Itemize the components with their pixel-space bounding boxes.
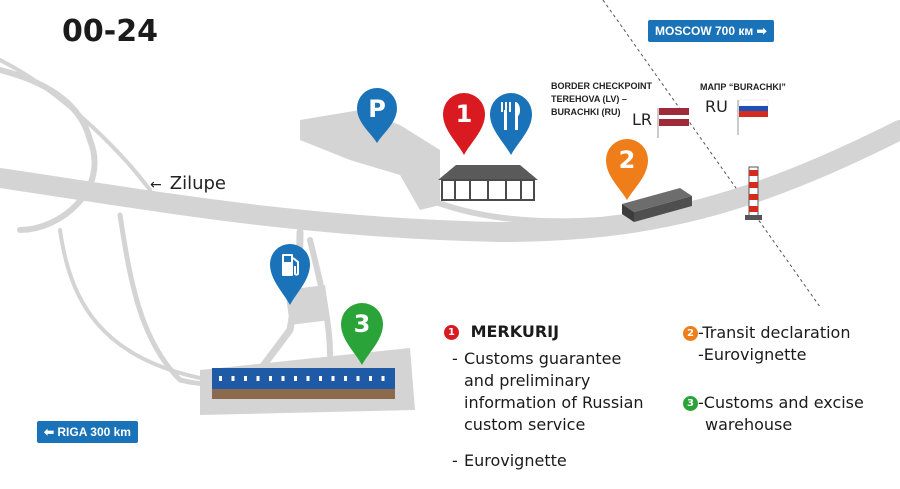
main-road <box>0 120 900 242</box>
arrow-left-icon: ← <box>150 177 162 193</box>
number-3-icon: 3 <box>683 396 698 411</box>
merkurij-building <box>438 165 538 201</box>
pin-fuel[interactable] <box>270 244 310 305</box>
legend-merkurij-desc: -Customs guarantee and preliminary infor… <box>452 348 644 436</box>
legend-line: 3-Customs and excise <box>683 392 864 414</box>
pin-restaurant[interactable] <box>490 93 532 155</box>
number-1-icon: 1 <box>456 100 473 128</box>
road-north-west <box>0 58 152 192</box>
legend-line: -Eurovignette <box>698 345 807 364</box>
warehouse-window <box>219 376 222 381</box>
number-1-icon: 1 <box>444 325 459 340</box>
latvia-flag <box>657 108 689 138</box>
opening-hours: 00-24 <box>62 14 158 49</box>
legend-line: warehouse <box>705 415 793 434</box>
latvia-code: LR <box>632 110 653 129</box>
number-2-icon: 2 <box>683 326 698 341</box>
legend-line: custom service <box>464 415 586 434</box>
warehouse-building <box>212 368 395 399</box>
pin-transit[interactable]: 2 <box>606 139 648 200</box>
warehouse-window <box>319 376 322 381</box>
checkpoint-line: TEREHOVA (LV) – <box>551 94 627 104</box>
restaurant-icon <box>501 102 521 130</box>
pin-warehouse[interactable]: 3 <box>341 303 383 365</box>
zilupe-label: ← Zilupe <box>150 173 226 194</box>
warehouse-window <box>244 376 247 381</box>
legend-line: -Customs guarantee <box>452 349 622 368</box>
legend-transit: 2-Transit declaration -Eurovignette <box>683 322 850 366</box>
legend-line: 2-Transit declaration <box>683 322 850 344</box>
legend-merkurij-title: 1 MERKURIJ <box>444 322 559 341</box>
road-west-loop <box>0 67 98 233</box>
warehouse-window <box>281 376 285 381</box>
parking-area <box>300 110 440 210</box>
warehouse-window <box>256 376 260 381</box>
merkurij-title: MERKURIJ <box>470 322 560 341</box>
fuel-icon <box>282 254 299 276</box>
number-2-icon: 2 <box>619 146 636 174</box>
warehouse-window <box>369 376 372 381</box>
warehouse-window <box>269 376 272 381</box>
warehouse-window <box>231 376 235 381</box>
warehouse-window <box>331 376 335 381</box>
border-post <box>745 166 762 220</box>
russia-flag <box>737 99 769 135</box>
transit-building <box>622 188 692 222</box>
warehouse-window <box>344 376 347 381</box>
legend-line: and preliminary <box>464 371 591 390</box>
warehouse-window <box>381 376 385 381</box>
zilupe-text: Zilupe <box>169 173 226 194</box>
road-south-inner <box>58 228 212 382</box>
moscow-distance-sign: MOSCOW 700 км ➡ <box>648 20 774 42</box>
road-south-loop <box>117 212 233 387</box>
checkpoint-line: BURACHKI (RU) <box>551 107 621 117</box>
legend-panel: 1 MERKURIJ -Customs guarantee and prelim… <box>430 306 900 489</box>
legend-line: information of Russian <box>464 393 644 412</box>
russia-code: RU <box>705 97 728 116</box>
legend-merkurij-eurovignette: -Eurovignette <box>452 451 567 470</box>
warehouse-window <box>294 376 297 381</box>
road-to-merkurij <box>427 197 603 225</box>
parking-icon: P <box>368 95 386 123</box>
pin-parking[interactable]: P <box>357 88 397 143</box>
warehouse-window <box>306 376 310 381</box>
legend-warehouse: 3-Customs and excise warehouse <box>683 392 864 436</box>
checkpoint-line: BORDER CHECKPOINT <box>551 81 653 91</box>
number-3-icon: 3 <box>354 310 371 338</box>
mapp-label: МАПР “BURACHKI” <box>700 82 786 92</box>
warehouse-window <box>356 376 360 381</box>
riga-distance-sign: ⬅ RIGA 300 km <box>37 421 138 443</box>
pin-merkurij[interactable]: 1 <box>443 93 485 155</box>
border-checkpoint-label: BORDER CHECKPOINT TEREHOVA (LV) – BURACH… <box>551 80 661 119</box>
